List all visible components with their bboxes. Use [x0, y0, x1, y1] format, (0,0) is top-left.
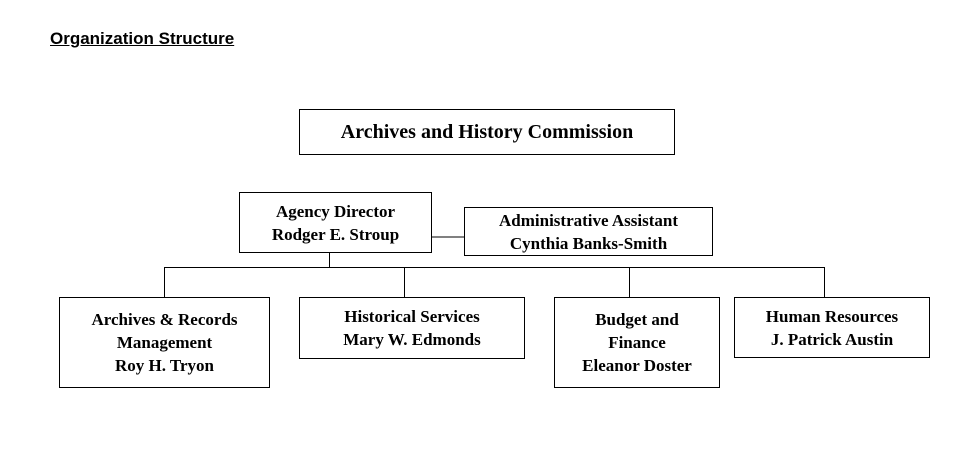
division-line: Human Resources — [765, 306, 899, 326]
assistant-role: Administrative Assistant — [499, 210, 678, 230]
director-role: Agency Director — [275, 201, 396, 221]
page-heading: Organization Structure — [50, 29, 235, 48]
division-line: Management — [116, 333, 213, 352]
assistant-name: Cynthia Banks-Smith — [509, 233, 668, 253]
assistant-box: Administrative Assistant Cynthia Banks-S… — [464, 207, 713, 256]
division-line: Historical Services — [344, 307, 480, 326]
commission-title: Archives and History Commission — [340, 120, 634, 143]
division-line: Finance — [608, 333, 666, 352]
division-line: Mary W. Edmonds — [343, 330, 481, 349]
director-name: Rodger E. Stroup — [271, 224, 400, 244]
division-line: Budget and — [595, 310, 679, 329]
division-line: Archives & Records — [91, 310, 238, 329]
division-box-human-resources: Human Resources J. Patrick Austin — [734, 297, 930, 358]
division-box-archives-records: Archives & Records Management Roy H. Try… — [59, 297, 270, 388]
commission-box: Archives and History Commission — [299, 109, 675, 155]
division-box-budget-finance: Budget and Finance Eleanor Doster — [554, 297, 720, 388]
division-line: J. Patrick Austin — [770, 329, 894, 349]
division-line: Eleanor Doster — [582, 356, 692, 375]
division-box-historical-services: Historical Services Mary W. Edmonds — [299, 297, 525, 359]
director-box: Agency Director Rodger E. Stroup — [239, 192, 432, 253]
division-line: Roy H. Tryon — [114, 356, 215, 375]
